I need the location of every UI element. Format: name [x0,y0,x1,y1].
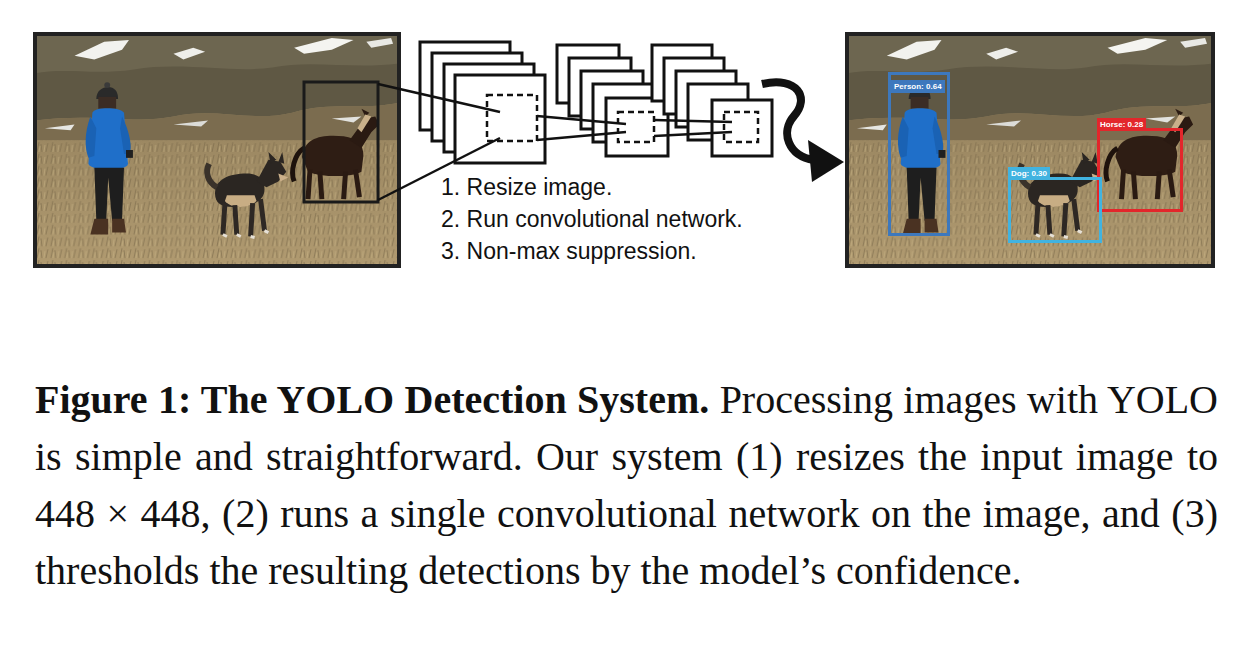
art-rect [618,112,654,142]
art-rect [847,34,1213,266]
art-polygon [808,140,844,182]
conv-stack [420,42,772,163]
art-line [654,132,732,136]
class-label: Horse: 0.28 [1097,118,1146,131]
output-photo [847,34,1213,266]
detection-box: Horse: 0.28 [1097,128,1183,212]
art-rect [35,34,399,266]
detection-box: Dog: 0.30 [1008,177,1102,243]
art-path [762,82,814,160]
step-label: 3. Non-max suppression. [441,237,697,265]
art-line [537,116,626,124]
projection-lines [378,84,732,200]
art-use [35,34,399,266]
flow-arrow [762,82,844,182]
step-label: 2. Run convolutional network. [441,205,743,233]
art-rect [724,112,758,142]
figure-caption: Figure 1: The YOLO Detection System. Pro… [35,371,1218,599]
figure-title: Figure 1: The YOLO Detection System. [35,377,709,422]
art-rect [487,95,537,141]
input-photo [35,34,399,266]
art-line [378,84,500,112]
art-rect [304,82,378,202]
art-use [847,34,1213,266]
art-rect [455,75,545,163]
class-label: Person: 0.64 [891,80,945,93]
art-line [654,120,732,122]
receptive-fields [487,95,758,142]
art-rect [712,100,772,156]
art-line [537,132,626,140]
detection-box: Person: 0.64 [888,72,950,236]
class-label: Dog: 0.30 [1008,167,1050,180]
art-rect [606,98,668,156]
step-label: 1. Resize image. [441,173,612,201]
